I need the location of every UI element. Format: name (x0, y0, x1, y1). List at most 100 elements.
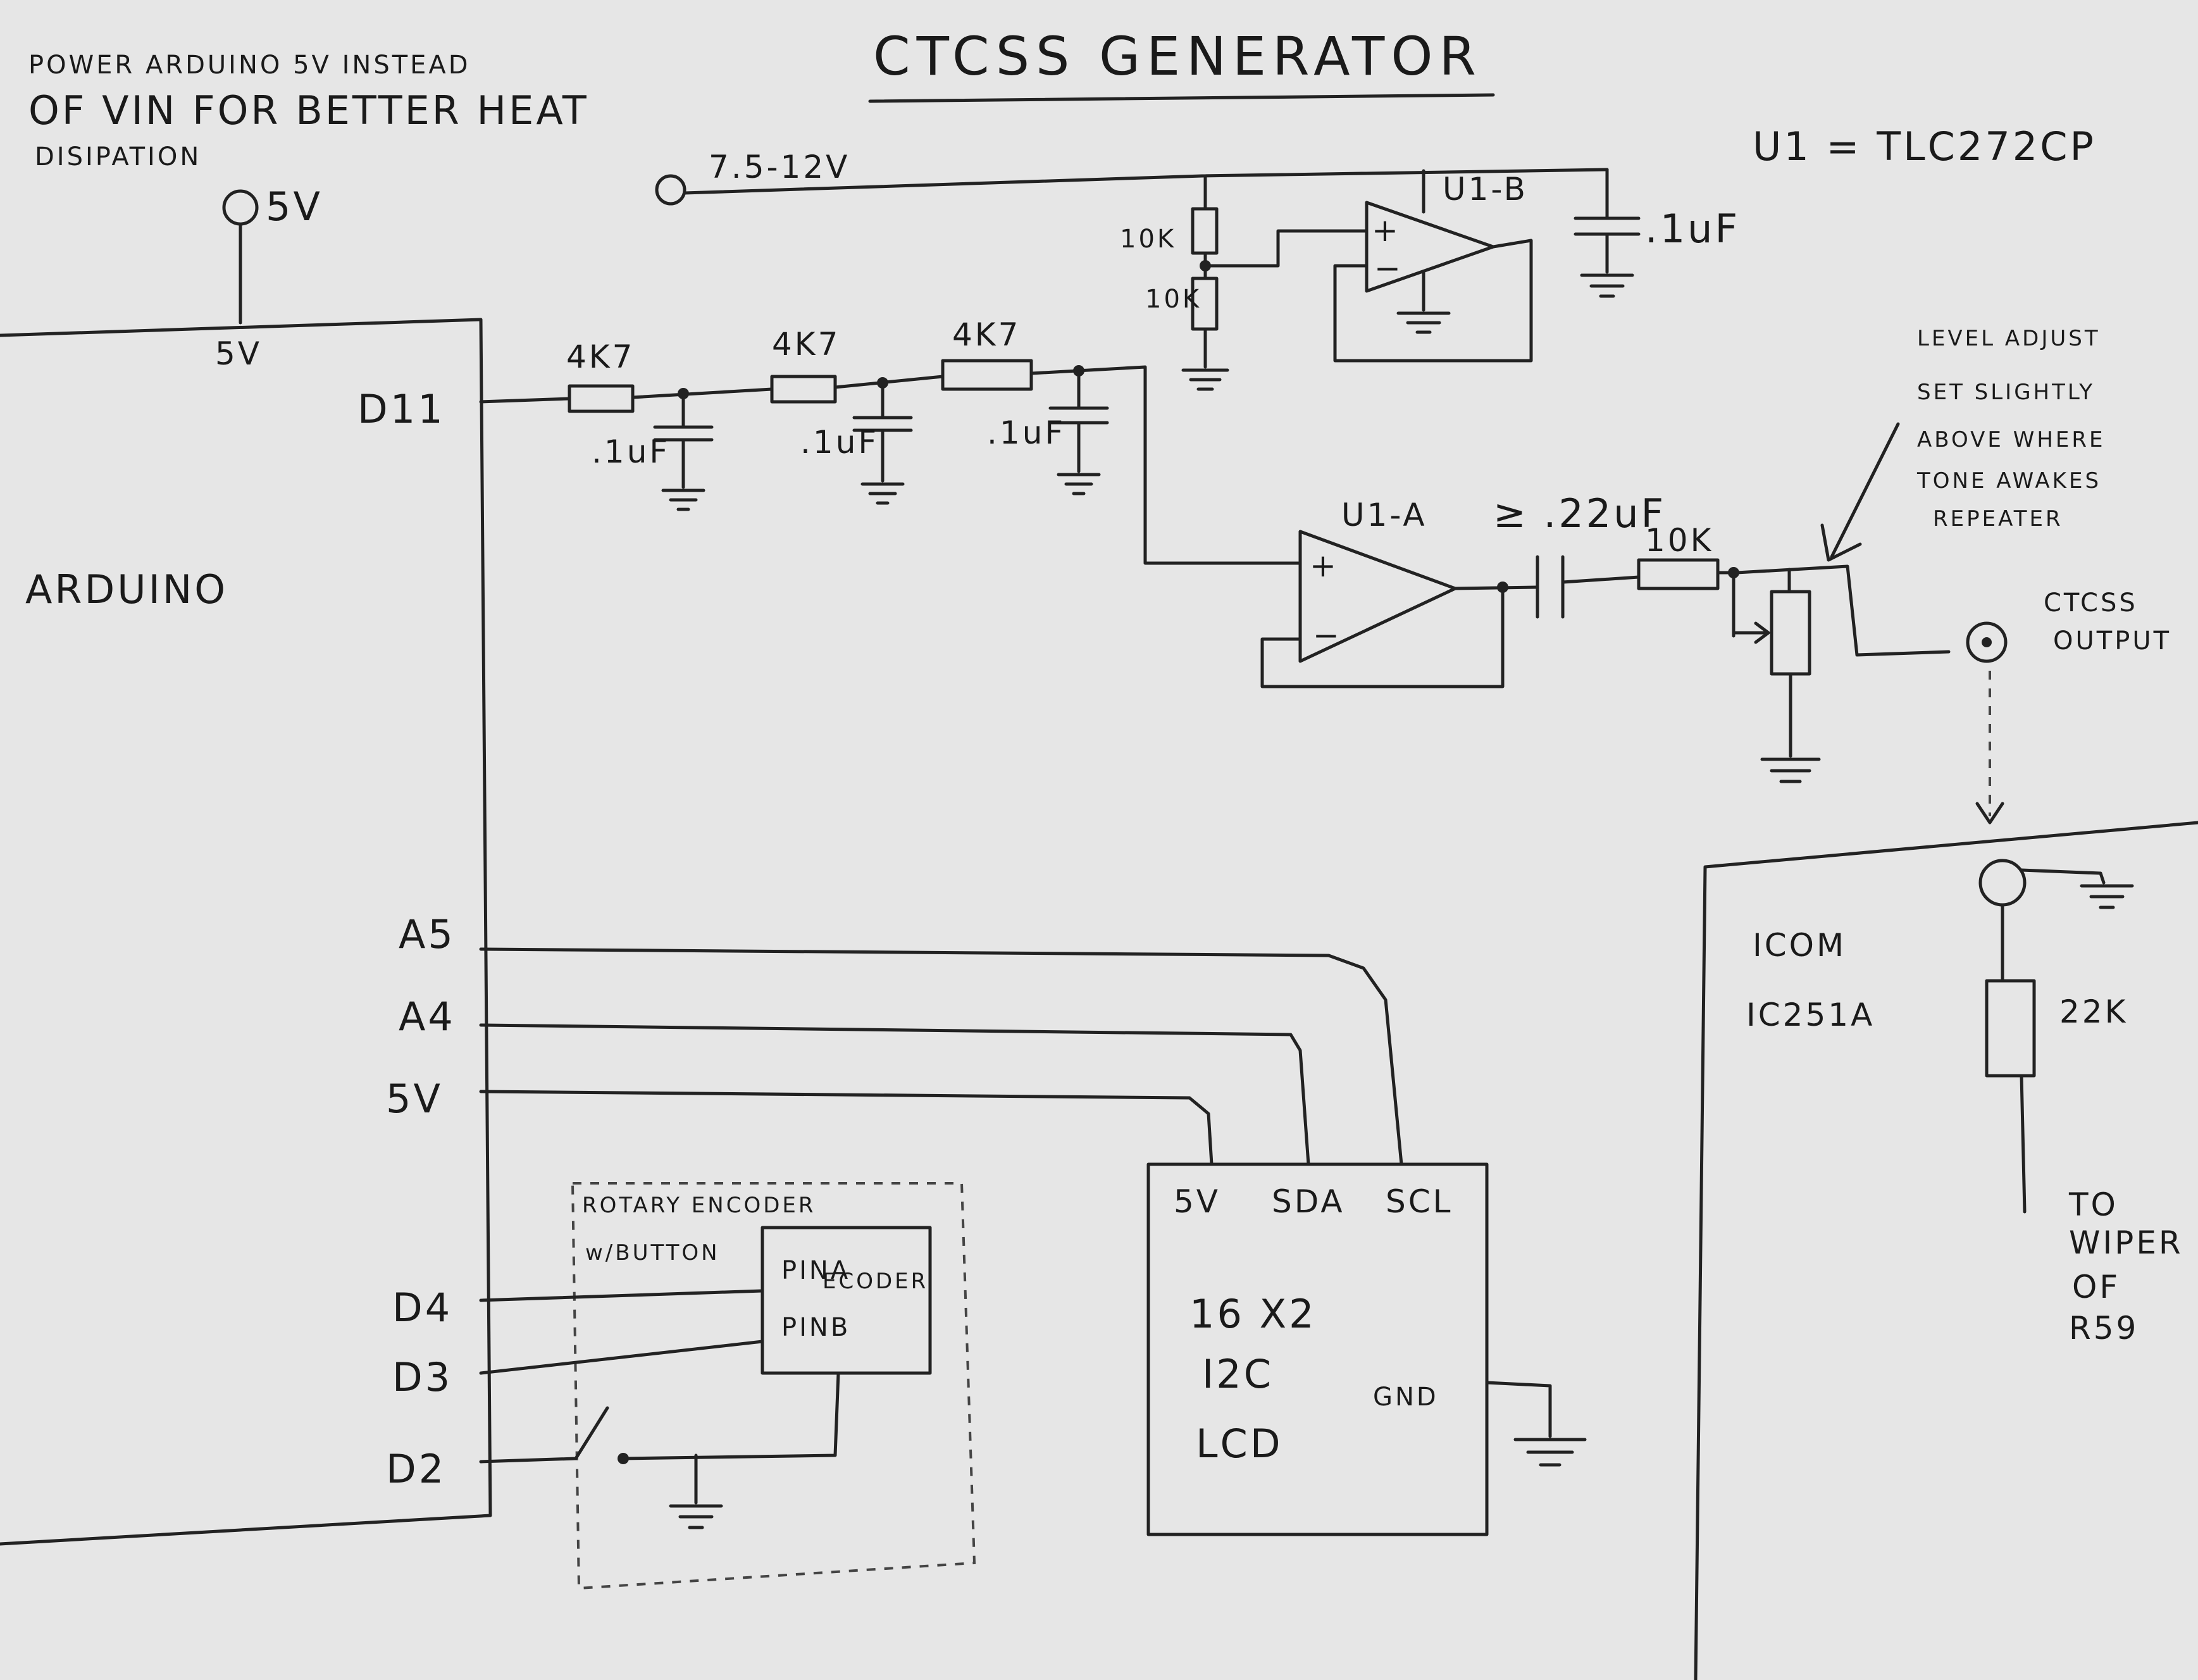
arduino-box (0, 318, 492, 1546)
radio-note-line-1: TO (2069, 1186, 2118, 1223)
radio-resistor-label: 22K (2059, 993, 2128, 1030)
encoder-dashed-box (571, 1182, 976, 1590)
bias-ground (1181, 368, 1229, 391)
level-pot-wiper (1732, 621, 1770, 644)
level-pot-body (1770, 590, 1811, 676)
pin-d3-label: D3 (392, 1354, 453, 1400)
u1a-feedback (1260, 583, 1505, 688)
decoupling-cap-label: .1uF (1645, 206, 1741, 252)
output-resistor-label: 10K (1645, 522, 1714, 559)
encoder-label-line-1: ROTARY ENCODER (582, 1193, 816, 1218)
u1a-label: U1-A (1341, 497, 1427, 533)
encoder-label-line-2: w/BUTTON (585, 1240, 720, 1266)
filter-resistor-3-label: 4K7 (952, 316, 1021, 353)
level-note-line-3: ABOVE WHERE (1917, 427, 2106, 452)
pin-a4-label: A4 (399, 993, 456, 1040)
u1a-plus: + (1310, 547, 1339, 584)
pin-d2-label: D2 (386, 1446, 447, 1492)
u1a-opamp (1298, 530, 1457, 663)
encoder-box (761, 1226, 932, 1375)
radio-wiper-lead (2020, 1074, 2027, 1214)
a5-wire (479, 947, 1403, 1166)
a4-wire (479, 1023, 1310, 1166)
radio-note-line-2: WIPER (2069, 1224, 2183, 1261)
output-wire (1716, 564, 1951, 657)
v5-wire (479, 1090, 1214, 1166)
ctcss-output-jack-center (1982, 637, 1992, 647)
filter-wire-3 (1029, 365, 1302, 565)
d2-wire (479, 1406, 609, 1464)
radio-resistor-22k (1985, 979, 2036, 1078)
lcd-body-line-2: I2C (1202, 1351, 1274, 1397)
radio-brand-label: ICOM (1753, 927, 1847, 964)
filter-resistor-3 (941, 359, 1033, 391)
level-note-line-5: REPEATER (1933, 506, 2063, 532)
v5-terminal (222, 189, 259, 226)
u1b-label: U1-B (1443, 171, 1528, 208)
pin-a5-label: A5 (399, 911, 456, 957)
power-note-line-3: DISIPATION (35, 142, 202, 171)
vin-terminal (655, 174, 686, 206)
filter-cap-3 (1048, 369, 1109, 495)
filter-wire-2 (833, 375, 945, 389)
encoder-name: ECODER (823, 1269, 929, 1294)
u1b-feedback (1333, 239, 1533, 363)
u1a-minus: − (1313, 617, 1342, 654)
filter-wire-1 (631, 387, 774, 399)
opamp-part-label: U1 = TLC272CP (1753, 123, 2096, 170)
filter-cap-3-label: .1uF (987, 414, 1066, 451)
pot-ground (1760, 672, 1821, 783)
filter-cap-2-label: .1uF (800, 424, 879, 461)
lcd-pin-sda: SDA (1272, 1183, 1345, 1220)
d11-wire (479, 397, 571, 404)
pin-d11-label: D11 (357, 386, 445, 432)
coupling-cap-label: ≥ .22uF (1493, 490, 1667, 537)
ctcss-output-label-2: OUTPUT (2053, 626, 2172, 656)
vin-supply-label: 7.5-12V (709, 149, 850, 185)
filter-cap-1 (653, 392, 714, 511)
filter-resistor-1 (568, 384, 635, 413)
filter-resistor-2 (770, 375, 837, 404)
lcd-pin-5v: 5V (1174, 1183, 1221, 1220)
level-pot (1732, 568, 1791, 638)
level-arrow (1820, 422, 1900, 562)
u1a-output-node (1497, 582, 1508, 593)
radio-model-label: IC251A (1746, 997, 1875, 1033)
radio-input-jack (1978, 859, 2027, 907)
u1b-ground (1396, 270, 1451, 334)
bias-resistor-bottom-label: 10K (1145, 285, 1202, 314)
lcd-pin-scl: SCL (1386, 1183, 1453, 1220)
lcd-box (1146, 1162, 1489, 1536)
filter-cap-2 (852, 381, 913, 505)
u1b-minus: − (1374, 250, 1403, 287)
vin-rail (683, 168, 1609, 195)
u1b-plus: + (1372, 212, 1401, 249)
filter-resistor-1-label: 4K7 (566, 339, 635, 375)
level-note-line-4: TONE AWAKES (1917, 468, 2102, 494)
encoder-pin-a: PINA (781, 1256, 851, 1285)
u1b-opamp (1365, 201, 1495, 293)
u1a-output-wire (1453, 585, 1539, 590)
filter-cap-1-label: .1uF (592, 433, 671, 470)
power-note-line-1: POWER ARDUINO 5V INSTEAD (28, 51, 471, 80)
v5-supply-label: 5V (266, 184, 323, 230)
bias-resistor-top-label: 10K (1120, 225, 1177, 254)
switch-wire (621, 1371, 840, 1460)
decoupling-cap (1574, 207, 1641, 298)
level-note-line-1: LEVEL ADJUST (1917, 326, 2101, 351)
power-note-line-2: OF VIN FOR BETTER HEAT (28, 87, 589, 134)
switch-ground (669, 1453, 723, 1529)
output-resistor (1637, 558, 1720, 590)
radio-note-line-3: OF (2072, 1269, 2121, 1305)
ctcss-arrowhead (1975, 802, 2004, 824)
d4-wire (479, 1289, 764, 1302)
ctcss-output-jack (1966, 621, 2008, 663)
title-underline (868, 93, 1495, 103)
filter-resistor-2-label: 4K7 (772, 326, 841, 363)
lcd-gnd-label: GND (1373, 1383, 1439, 1412)
pin-d4-label: D4 (392, 1285, 453, 1331)
level-note-line-2: SET SLIGHTLY (1917, 380, 2096, 405)
lcd-body-line-3: LCD (1196, 1421, 1283, 1467)
